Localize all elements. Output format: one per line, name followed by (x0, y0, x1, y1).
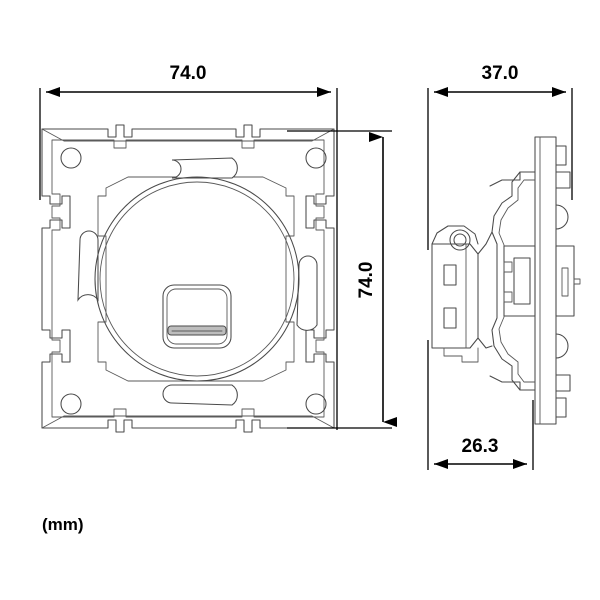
dimension-label-depth-total: 37.0 (482, 63, 519, 84)
round-face-cap-inner (99, 181, 295, 377)
dimension-depth-body: 26.3 (427, 340, 534, 470)
connector-housing-inner (166, 288, 228, 345)
units-label: (mm) (42, 515, 84, 534)
dimension-label-height-front: 74.0 (356, 262, 377, 299)
corner-hole-top-left (60, 147, 82, 169)
screw-head-inner (453, 233, 467, 247)
round-face-cap (94, 176, 300, 382)
slot-left (77, 230, 99, 302)
dimension-label-depth-body: 26.3 (462, 436, 499, 457)
terminal-window-lower (443, 307, 457, 329)
claw-top (489, 171, 521, 187)
dimension-depth-total: 37.0 (427, 63, 573, 250)
connector-housing (162, 284, 232, 349)
corner-hole-bottom-left (60, 393, 82, 415)
adjustment-slots (77, 157, 318, 406)
chassis-profile (491, 171, 536, 391)
corner-hole-top-right (305, 147, 327, 169)
faceplate-recess (555, 245, 575, 317)
front-view (41, 124, 335, 433)
screw-boss-shell (431, 225, 479, 245)
connector-contact-slot (167, 325, 227, 336)
dimension-label-width-front: 74.0 (170, 63, 207, 84)
connector-insert (162, 284, 232, 349)
corner-hole-bottom-right (305, 393, 327, 415)
slot-right (296, 255, 318, 331)
dimension-width-front: 74.0 (39, 63, 338, 430)
slot-bottom (162, 384, 238, 406)
dimension-height-front: 74.0 (287, 130, 397, 429)
faceplate-slab (534, 136, 557, 425)
slot-top (171, 157, 238, 179)
terminal-window-upper (443, 264, 457, 286)
claw-bottom (489, 375, 521, 391)
inner-bezel (97, 176, 295, 382)
screw-head-outer (449, 229, 471, 251)
side-view (431, 136, 581, 425)
